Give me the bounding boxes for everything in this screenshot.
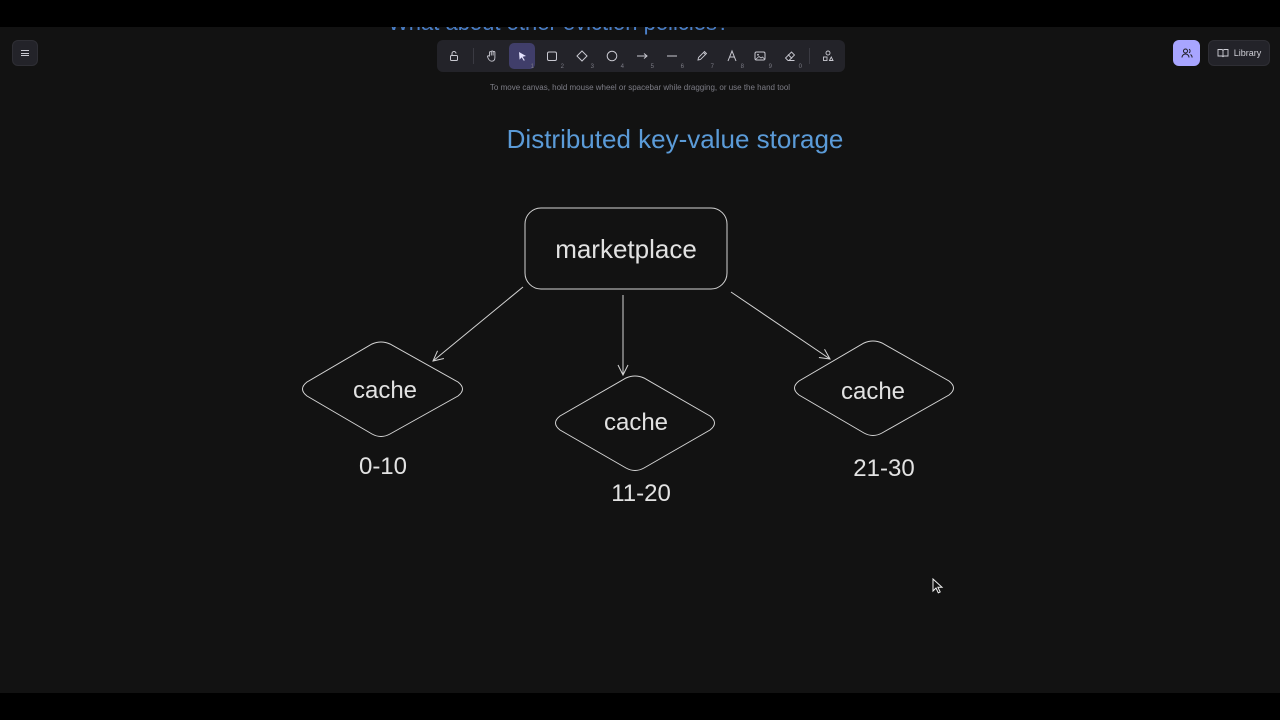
diamond-icon xyxy=(576,50,588,62)
tool-image[interactable]: 9 xyxy=(747,43,773,70)
tool-pencil[interactable]: 7 xyxy=(689,43,715,70)
tool-ellipse[interactable]: 4 xyxy=(599,43,625,70)
main-menu-button[interactable] xyxy=(12,40,38,66)
eraser-icon xyxy=(784,51,796,61)
diagram-title[interactable]: Distributed key-value storage xyxy=(507,124,844,154)
cache-diamond-right[interactable] xyxy=(794,340,954,436)
text-icon xyxy=(727,49,737,62)
tool-eraser[interactable]: 0 xyxy=(777,43,803,70)
marketplace-node[interactable]: marketplace xyxy=(524,207,728,290)
library-label: Library xyxy=(1233,48,1262,58)
users-icon xyxy=(1181,48,1193,58)
collaborate-button[interactable] xyxy=(1173,40,1200,66)
range-label-right[interactable]: 21-30 xyxy=(853,455,914,482)
cache-node-left[interactable]: cache xyxy=(302,341,463,437)
library-button[interactable]: Library xyxy=(1208,40,1270,66)
tool-more-shapes[interactable] xyxy=(815,43,841,69)
ellipse-icon xyxy=(606,50,618,62)
tool-lock[interactable] xyxy=(441,43,467,69)
tool-arrow[interactable]: 5 xyxy=(629,43,655,70)
cache-diamond-left[interactable] xyxy=(302,341,463,437)
hand-icon xyxy=(487,50,496,62)
range-label-left[interactable]: 0-10 xyxy=(359,453,407,480)
arrow-icon xyxy=(637,53,648,59)
clipped-heading: What about other eviction policies? xyxy=(388,27,729,36)
book-icon xyxy=(1217,49,1229,58)
cache-label-middle: cache xyxy=(604,409,668,436)
shapes-library-icon xyxy=(823,50,834,61)
arrow-to-cache-left[interactable] xyxy=(433,286,524,361)
arrow-to-cache-right[interactable] xyxy=(730,291,830,359)
line-icon xyxy=(667,55,677,57)
marketplace-box[interactable] xyxy=(524,207,728,290)
pencil-icon xyxy=(697,50,708,61)
mouse-cursor-icon xyxy=(932,578,944,594)
tool-selection[interactable]: 1 xyxy=(509,43,535,70)
tool-hand[interactable] xyxy=(479,43,505,69)
cache-node-right[interactable]: cache xyxy=(794,340,954,436)
tool-line[interactable]: 6 xyxy=(659,43,685,70)
cache-node-middle[interactable]: cache xyxy=(555,375,715,471)
selection-icon xyxy=(519,52,526,61)
cache-diamond-middle[interactable] xyxy=(555,375,715,471)
cache-label-right: cache xyxy=(841,378,905,405)
tool-diamond[interactable]: 3 xyxy=(569,43,595,70)
hamburger-icon xyxy=(21,50,29,56)
rectangle-icon xyxy=(547,51,557,61)
bottom-letterbox xyxy=(0,693,1280,720)
drawing-canvas[interactable]: Distributed key-value storage marketplac… xyxy=(0,27,1280,693)
marketplace-label: marketplace xyxy=(555,234,697,264)
image-icon xyxy=(754,51,766,61)
tool-rectangle[interactable]: 2 xyxy=(539,43,565,70)
range-label-middle[interactable]: 11-20 xyxy=(611,480,671,507)
whiteboard-app: What about other eviction policies? Dist… xyxy=(0,27,1280,693)
cache-label-left: cache xyxy=(353,377,417,404)
shape-toolbar: 1 2 3 4 5 6 7 8 xyxy=(437,40,845,72)
tool-text[interactable]: 8 xyxy=(719,43,745,70)
lock-icon xyxy=(450,51,458,61)
canvas-hint: To move canvas, hold mouse wheel or spac… xyxy=(489,83,791,92)
top-letterbox xyxy=(0,0,1280,27)
